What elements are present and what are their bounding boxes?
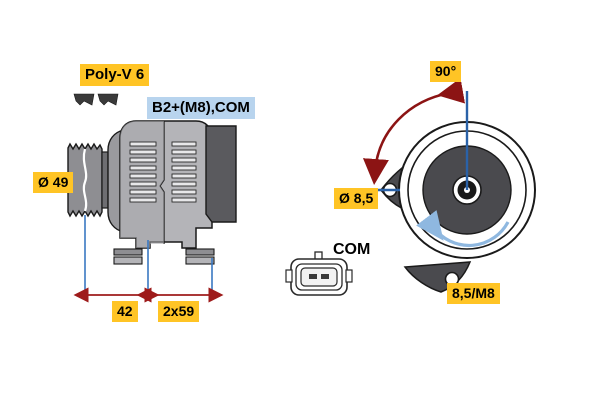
callout-mount-thread: 8,5/M8 bbox=[447, 283, 500, 304]
callout-connector-com: COM bbox=[333, 241, 371, 258]
callout-terminal: B2+(M8),COM bbox=[147, 97, 255, 119]
mounting-feet bbox=[113, 248, 215, 265]
pulley-side bbox=[67, 142, 109, 218]
callout-pulley-diameter: Ø 49 bbox=[33, 172, 74, 193]
com-connector-view bbox=[285, 251, 353, 296]
angle-arc-arrow bbox=[362, 77, 466, 185]
callout-dimension-42: 42 bbox=[112, 301, 138, 322]
callout-dimension-2x59: 2x59 bbox=[158, 301, 200, 322]
cooling-fins-left bbox=[129, 141, 157, 203]
cooling-fins-right bbox=[171, 141, 197, 203]
alternator-front-view bbox=[360, 77, 536, 293]
rotation-direction-arrow bbox=[416, 210, 510, 248]
callout-angle: 90° bbox=[430, 61, 462, 82]
alternator-side-view bbox=[67, 93, 237, 303]
callout-poly-v: Poly-V 6 bbox=[80, 64, 150, 86]
poly-v-belt-icon bbox=[73, 93, 119, 106]
callout-bore-diameter: Ø 8,5 bbox=[334, 188, 379, 209]
alternator-housing bbox=[113, 120, 237, 265]
